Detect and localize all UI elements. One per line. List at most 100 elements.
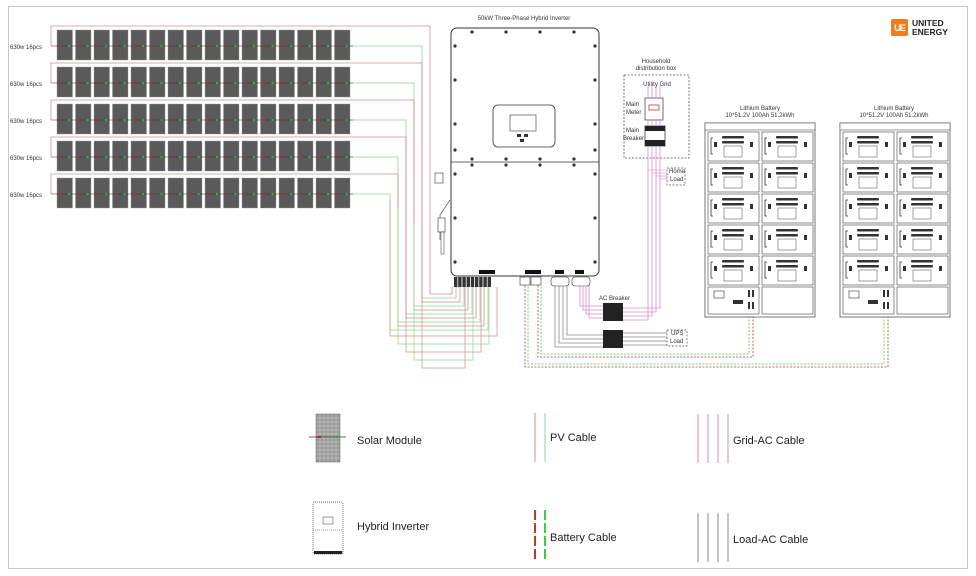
battery-module [707, 255, 760, 286]
battery-terminal [939, 266, 942, 271]
battery-handle [857, 203, 879, 206]
pv-return-wire [405, 216, 482, 353]
positive-connector [151, 82, 154, 85]
positive-connector [59, 82, 62, 85]
inverter-bolt [593, 172, 597, 176]
battery-bracket [764, 168, 767, 186]
battery-handle [911, 167, 933, 170]
solar-module [241, 140, 258, 172]
battery-terminal [939, 235, 942, 240]
negative-connector [105, 193, 108, 196]
grid-ac-wire [585, 286, 603, 315]
positive-connector [59, 156, 62, 159]
hybrid-inverter [434, 27, 600, 287]
pv-terminal [458, 277, 462, 287]
inverter-bolt [593, 216, 597, 220]
solar-module [149, 103, 166, 135]
solar-module [130, 29, 147, 61]
negative-connector [68, 193, 71, 196]
pv-negative-wire [345, 45, 457, 299]
solar-module [130, 140, 147, 172]
positive-connector [207, 156, 210, 159]
positive-connector [133, 119, 136, 122]
inverter-bolt [470, 163, 474, 167]
positive-connector [188, 156, 191, 159]
negative-connector [253, 156, 256, 159]
pv-positive-wire [50, 99, 469, 311]
battery-handle [857, 265, 879, 268]
battery-handle [722, 260, 744, 263]
negative-connector [179, 82, 182, 85]
positive-connector [262, 156, 265, 159]
positive-connector [170, 193, 173, 196]
positive-connector [299, 156, 302, 159]
positive-connector [244, 193, 247, 196]
positive-connector [318, 45, 321, 48]
positive-connector [188, 193, 191, 196]
negative-connector [345, 45, 348, 48]
bms-terminal [752, 290, 754, 297]
negative-connector [253, 45, 256, 48]
solar-module [93, 103, 110, 135]
pv-terminal [479, 277, 483, 287]
grid-ac-wire [623, 146, 661, 309]
negative-connector [179, 193, 182, 196]
ups-load-label-1: UPS [671, 331, 684, 337]
positive-connector [336, 119, 339, 122]
negative-connector [160, 45, 163, 48]
battery-module [896, 224, 949, 255]
inverter-bolt [572, 163, 576, 167]
battery-bracket [899, 168, 902, 186]
negative-connector [234, 193, 237, 196]
battery-panel [858, 145, 878, 158]
battery-handle [857, 172, 879, 175]
inverter-bolt [593, 78, 597, 82]
solar-module [278, 103, 295, 135]
negative-connector [345, 193, 348, 196]
negative-connector [253, 119, 256, 122]
inverter-bolt [453, 78, 457, 82]
positive-connector [336, 193, 339, 196]
pv-terminal [454, 277, 458, 287]
battery-terminal [750, 142, 753, 147]
battery-terminal [714, 173, 717, 178]
solar-module [334, 140, 351, 172]
battery-handle [776, 141, 798, 144]
battery-module [761, 255, 814, 286]
ups-load-label-2: Load [670, 339, 684, 345]
solar-module [260, 29, 277, 61]
positive-connector [77, 45, 80, 48]
solar-module [315, 103, 332, 135]
solar-module [93, 140, 110, 172]
inverter-bolt [593, 122, 597, 126]
solar-module [167, 140, 184, 172]
main-meter-label-1: Main [626, 102, 640, 108]
main-breaker-label-1: Main [626, 128, 640, 134]
negative-connector [271, 45, 274, 48]
bms-terminal [748, 302, 750, 309]
legend-battery-cable-label: Battery Cable [550, 532, 617, 544]
solar-module [315, 140, 332, 172]
solar-module [260, 66, 277, 98]
inverter-bolt [538, 157, 542, 161]
negative-connector [160, 119, 163, 122]
battery-handle [722, 198, 744, 201]
battery-panel [723, 145, 743, 158]
legend-hybrid-inverter-icon [312, 501, 344, 555]
battery-bracket [710, 168, 713, 186]
positive-connector [96, 193, 99, 196]
empty-slot [896, 286, 949, 315]
positive-connector [262, 82, 265, 85]
ac-breakers [603, 303, 688, 348]
solar-module [149, 177, 166, 209]
solar-module [186, 140, 203, 172]
battery-terminal [714, 266, 717, 271]
load-ac-wire [554, 286, 603, 348]
battery-terminal [768, 142, 771, 147]
negative-connector [160, 82, 163, 85]
inverter-bolt [453, 122, 457, 126]
string-label: 630w 16pcs [10, 119, 43, 125]
positive-connector [244, 45, 247, 48]
utility-grid-label: Utility Grid [643, 82, 671, 88]
battery-cabinet [704, 122, 816, 318]
